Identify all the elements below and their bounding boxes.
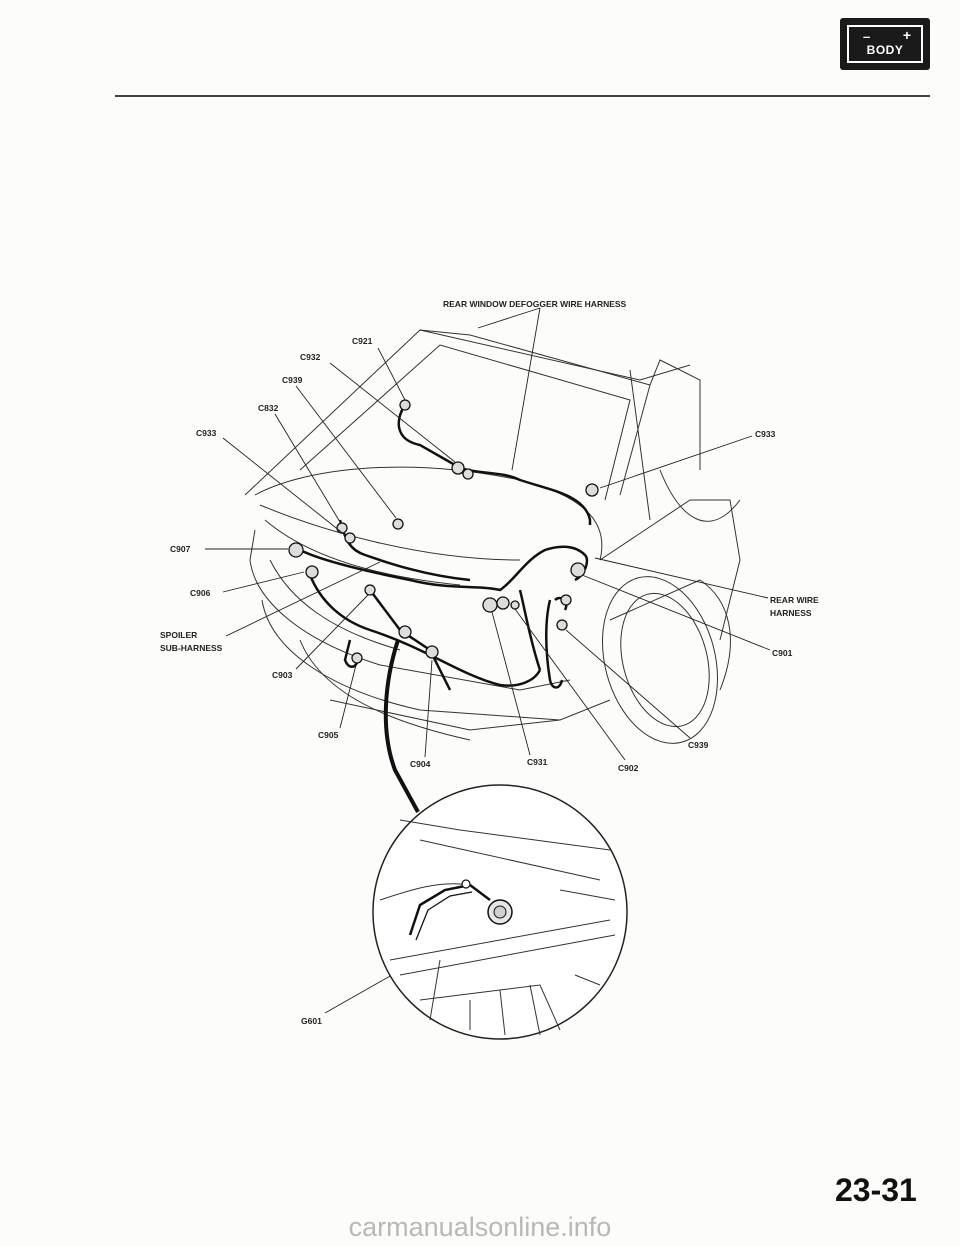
connector-c931-b [496,596,510,610]
connector-c903 [364,584,376,596]
watermark: carmanualsonline.info [348,1212,612,1242]
connector-c832 [336,522,348,534]
label-c832: C832 [258,403,279,413]
wire-harnesses [299,404,592,691]
label-c939-top: C939 [282,375,303,385]
label-spoiler-2: SUB-HARNESS [160,643,223,653]
label-c933-right: C933 [755,429,776,439]
battery-minus-sign: – [863,29,871,44]
ground-cable [383,639,420,813]
label-c904: C904 [410,759,431,769]
label-spoiler-1: SPOILER [160,630,197,640]
label-c906: C906 [190,588,211,598]
connector-c932-b [462,468,474,480]
page-number: 23-31 [835,1172,917,1208]
connector-c939 [392,518,404,530]
car-body-outline [244,329,741,744]
connector-c931 [482,597,498,613]
label-c921: C921 [352,336,373,346]
connector-c939-bottom [556,619,568,631]
badge-label: BODY [866,43,904,57]
connector-c905 [351,652,363,664]
connector-c904-b [398,625,412,639]
connector-c902 [510,600,520,610]
label-c903: C903 [272,670,293,680]
label-c907: C907 [170,544,191,554]
connector-c933-left [344,532,356,544]
battery-icon: – + BODY [847,25,923,63]
label-rear-window-defogger: REAR WINDOW DEFOGGER WIRE HARNESS [443,299,627,309]
ground-detail [372,784,628,1040]
connector-c933-right [585,483,599,497]
connector-c901 [570,562,586,578]
label-rear-wire-2: HARNESS [770,608,812,618]
connector-c932 [451,461,465,475]
connector-c904 [425,645,439,659]
label-c931: C931 [527,757,548,767]
connector-c906 [305,565,319,579]
label-c902: C902 [618,763,639,773]
connector-c907 [288,542,304,558]
label-rear-wire-1: REAR WIRE [770,595,819,605]
label-c932-top: C932 [300,352,321,362]
battery-plus-sign: + [902,27,911,43]
connector-c901-b [560,594,572,606]
connectors [288,399,599,664]
label-c939-bottom: C939 [688,740,709,750]
header-rule [115,95,930,97]
label-g601: G601 [301,1016,322,1026]
label-c901: C901 [772,648,793,658]
connector-c921 [399,399,411,411]
label-c905: C905 [318,730,339,740]
body-section-badge: – + BODY [840,18,930,70]
label-c933-left: C933 [196,428,217,438]
